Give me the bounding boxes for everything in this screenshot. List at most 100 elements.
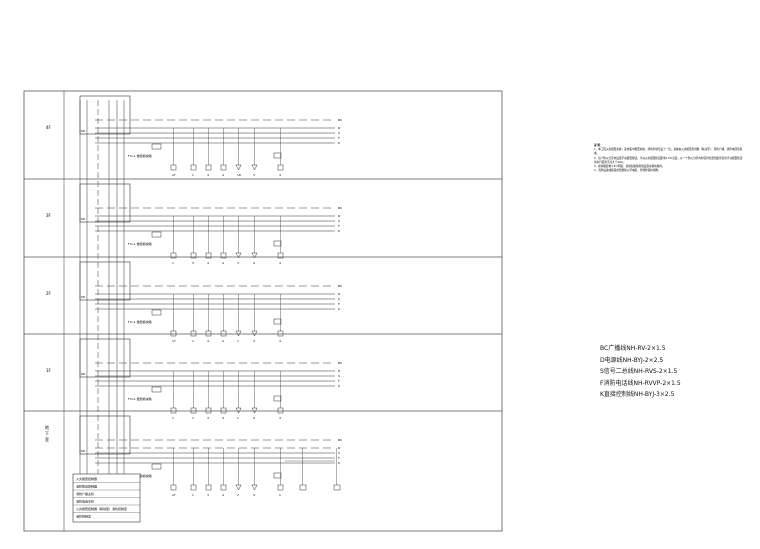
device-module-icon xyxy=(190,330,197,337)
floor-label: 3F xyxy=(46,213,52,218)
device-code: 4 xyxy=(253,261,255,265)
control-room-line: 消防联动控制器 xyxy=(76,484,97,489)
design-notes: 说 明： 1、本工程火灾报警系统，采用集中报警系统，消防控制室设于一层，系统由火… xyxy=(594,144,744,173)
device-code: 1 xyxy=(172,261,174,265)
panel-label: Fm-1 楼层模块箱 xyxy=(128,319,152,324)
device-module-icon xyxy=(299,484,307,491)
device-code: 2Y xyxy=(172,493,176,497)
device-code: 1D xyxy=(237,173,242,177)
device-module-icon xyxy=(170,252,177,259)
floor-label-char: 下 xyxy=(45,431,49,436)
device-detector-icon xyxy=(251,252,258,259)
bus-line-tag: BC xyxy=(338,118,342,122)
bus-line-tag: S xyxy=(338,297,340,301)
device-code: 2 xyxy=(237,493,239,497)
device-code: 4 xyxy=(253,493,255,497)
device-detector-icon xyxy=(251,484,258,491)
control-room-box xyxy=(72,473,141,523)
bus-line-tag: K xyxy=(338,229,341,233)
legend-item-power: D电源线NH-BYJ-2×2.5 xyxy=(600,356,664,364)
control-module-icon xyxy=(273,152,282,159)
note-item-1: 1、本工程火灾报警系统，采用集中报警系统，消防控制室设于一层，系统由火灾报警控制… xyxy=(594,148,743,156)
notes-title: 说 明： xyxy=(594,144,603,147)
legend-item-control: K直接控制线NH-BYJ-3×2.5 xyxy=(600,391,675,398)
module-box xyxy=(79,183,131,223)
device-detector-icon xyxy=(235,252,242,259)
bus-line-tag: F xyxy=(338,379,340,383)
panel-label: Fm-1 楼层模块箱 xyxy=(128,153,152,158)
device-code: 1 xyxy=(279,493,281,497)
device-module-icon xyxy=(205,164,212,171)
device-code: 4 xyxy=(222,261,224,265)
device-module-icon xyxy=(277,407,284,414)
module-box-tag: KD xyxy=(81,129,86,133)
cable-legend: BC广播线NH-RV-2×1.5 D电源线NH-BYJ-2×2.5 S信号二总线… xyxy=(600,343,681,401)
device-module-icon xyxy=(277,330,284,337)
bus-line-tag: D xyxy=(338,369,341,373)
bus-line-tag: D xyxy=(338,446,341,450)
device-module-icon xyxy=(205,484,212,491)
isolator-box xyxy=(151,309,162,316)
device-code: 2Y xyxy=(172,173,176,177)
control-module-icon xyxy=(273,318,282,325)
device-module-icon xyxy=(220,252,227,259)
device-module-icon xyxy=(190,164,197,171)
device-code: 4 xyxy=(222,493,224,497)
isolator-box xyxy=(151,386,162,393)
device-code: 4 xyxy=(222,416,224,420)
control-room-line: 火灾报警控制器 xyxy=(76,476,97,481)
isolator-box xyxy=(151,463,162,470)
legend-item-telephone: F消防电话线NH-RVVP-2×1.5 xyxy=(600,379,681,387)
panel-label: Fm-1 楼层模块箱 xyxy=(128,241,152,246)
device-code: 4 xyxy=(207,173,209,177)
device-module-icon xyxy=(170,330,177,337)
isolator-box xyxy=(151,231,162,238)
device-module-icon xyxy=(205,330,212,337)
legend-item-signal: S信号二总线NH-RVS-2×1.5 xyxy=(600,368,678,375)
device-module-icon xyxy=(190,484,197,491)
device-code: 4 xyxy=(207,416,209,420)
bus-line-tag: BC xyxy=(338,438,342,442)
device-module-icon xyxy=(333,484,341,491)
device-module-icon xyxy=(220,484,227,491)
module-box xyxy=(79,415,131,455)
bus-line-tag: BC xyxy=(338,206,342,210)
floor-label: 2F xyxy=(46,291,52,296)
device-module-icon xyxy=(190,252,197,259)
bus-line-tag: F xyxy=(338,224,340,228)
bus-line-tag: BC xyxy=(338,284,342,288)
bus-line-tag: F xyxy=(338,302,340,306)
floor-label: 4F xyxy=(46,125,52,130)
control-room-line: 火灾报警控制器（联动型）消防控制室 xyxy=(76,506,127,511)
device-detector-icon xyxy=(235,164,242,171)
device-code: 4 xyxy=(207,339,209,343)
note-item-2: 2、每个防火分区内设置手动报警按钮，手动火灾报警按钮距地1.5m安装，从一个防火… xyxy=(594,156,743,164)
module-box-tag: KD xyxy=(81,217,86,221)
device-code: 4 xyxy=(253,416,255,420)
device-code: 1 xyxy=(237,416,239,420)
module-box xyxy=(79,261,131,301)
device-code: 1 xyxy=(192,493,194,497)
device-code: 1 xyxy=(237,339,239,343)
legend-item-broadcast: BC广播线NH-RV-2×1.5 xyxy=(600,345,666,352)
device-code: 1 xyxy=(192,339,194,343)
bus-line-tag: S xyxy=(338,131,340,135)
module-box-tag: KD xyxy=(81,295,86,299)
module-box xyxy=(79,338,131,378)
device-detector-icon xyxy=(235,407,242,414)
control-module-icon xyxy=(273,472,282,479)
floor-label-char: 地 xyxy=(45,424,49,430)
bus-line-tag: K xyxy=(338,461,341,465)
module-box xyxy=(79,95,131,135)
note-item-3: 3、模块箱距地1.5m明装，总线短路隔离器设置在模块箱内。 xyxy=(594,165,665,169)
device-code: 4 xyxy=(222,173,224,177)
device-code: 1 xyxy=(192,173,194,177)
device-code: 1 xyxy=(192,416,194,420)
device-code: 3 xyxy=(237,261,239,265)
device-module-icon xyxy=(220,164,227,171)
